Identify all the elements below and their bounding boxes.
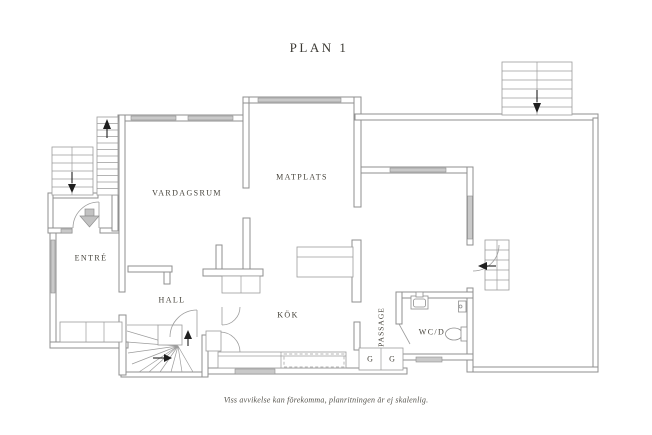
- kitchen-cabinet-small: [205, 330, 222, 352]
- plan-title: PLAN 1: [289, 40, 349, 55]
- kitchen-island: [296, 246, 354, 278]
- exterior-stair-top-right: [501, 61, 573, 116]
- chimney-cabinet: [221, 275, 261, 294]
- room-label-hall: HALL: [158, 295, 186, 305]
- wc-sink: [410, 291, 429, 310]
- wc-radiator: [458, 300, 467, 313]
- wc-toilet: [445, 326, 468, 342]
- winder-staircase: [126, 324, 194, 373]
- stair-left-arrow-icon: [478, 262, 496, 270]
- exterior-stair-left-lower: [51, 146, 94, 196]
- entrance-door: [72, 201, 100, 229]
- stair-down-arrow-icon: [68, 172, 76, 193]
- exterior-stair-left-upper: [96, 116, 119, 196]
- disclaimer-text: Viss avvikelse kan förekomma, planritnin…: [223, 395, 429, 405]
- stair-up-arrow-icon: [184, 330, 192, 346]
- g-closets: [358, 347, 404, 371]
- room-label-vardagsrum: VARDAGSRUM: [152, 188, 222, 198]
- closet-label-g2: G: [389, 354, 395, 364]
- room-label-entre: ENTRÉ: [74, 253, 108, 263]
- stair-right-arrow-icon: [153, 354, 172, 362]
- wc-door: [398, 323, 411, 345]
- hall-door: [169, 309, 198, 338]
- windows: [50, 97, 473, 375]
- room-label-matplats: MATPLATS: [276, 172, 328, 182]
- kok-door-lower: [219, 331, 241, 353]
- room-label-passage: PASSAGE: [376, 307, 386, 347]
- stair-up-arrow-icon: [103, 119, 111, 138]
- closet-label-g1: G: [367, 354, 373, 364]
- terrace-step-stair: [472, 239, 510, 291]
- kitchen-counter: [217, 351, 347, 369]
- room-label-wcd: WC/D: [418, 327, 446, 337]
- entrance-arrow-icon: [79, 208, 100, 228]
- stair-down-arrow-icon: [533, 90, 541, 113]
- exterior-walls: [47, 96, 599, 378]
- room-label-kok: KÖK: [277, 310, 299, 320]
- entre-wardrobe-cabinets: [59, 321, 123, 343]
- kok-door-upper: [221, 306, 241, 326]
